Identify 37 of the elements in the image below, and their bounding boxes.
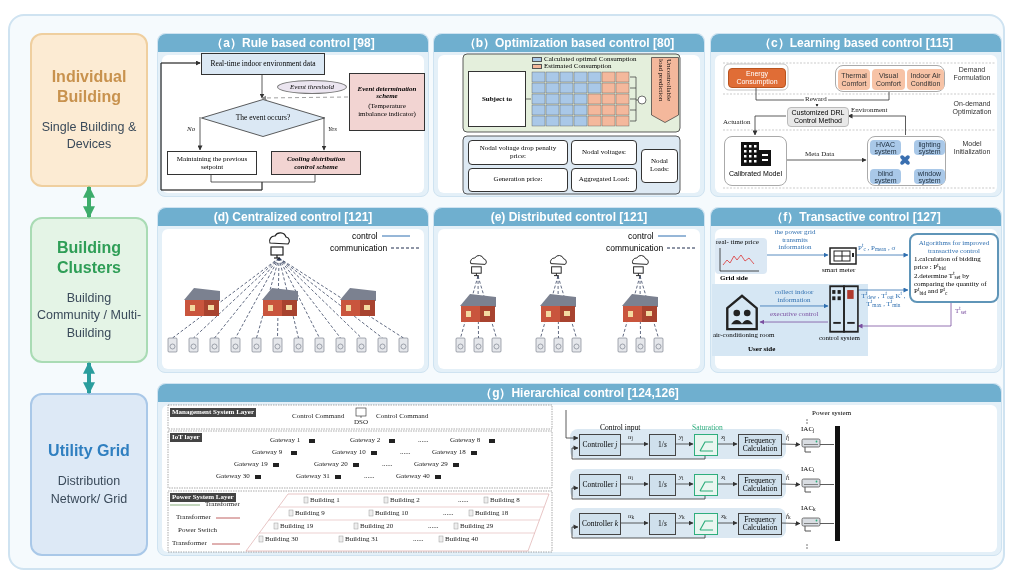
- control-cabinet-icon: [829, 285, 859, 333]
- panel: [157, 33, 429, 197]
- double-arrow: [83, 361, 95, 395]
- group-box: [867, 136, 946, 186]
- scheme-box: [349, 73, 425, 131]
- level-subtitle: Distribution Network/ Grid: [49, 473, 129, 508]
- panel-title: （a）Rule based control [98]: [158, 34, 428, 52]
- algorithm-box: [909, 233, 999, 303]
- legend-text: communication: [606, 244, 664, 253]
- panel: [710, 33, 1002, 197]
- level-title: Utility Grid: [48, 441, 130, 462]
- room-icon: [723, 293, 761, 331]
- price-chart: [715, 238, 767, 274]
- level-subtitle: Building Community / Multi-Building: [36, 290, 142, 342]
- model-box: [724, 136, 787, 186]
- panel-title: (d) Centralized control [121]: [158, 208, 428, 226]
- power-bus-bar: [835, 426, 840, 541]
- panel-title: （c）Learning based control [115]: [711, 34, 1001, 52]
- level-title: Building Clusters: [56, 238, 122, 279]
- level-card: [30, 217, 148, 363]
- air-conditioner-icon: [801, 478, 821, 493]
- panel-title: （g）Hierarchical control [124,126]: [158, 384, 1001, 402]
- level-card: [30, 33, 148, 187]
- smart-meter-icon: [829, 246, 857, 266]
- double-arrow: [83, 185, 95, 219]
- level-card: [30, 393, 148, 556]
- legend-text: control: [352, 232, 378, 241]
- panel-title: （b）Optimization based control [80]: [434, 34, 704, 52]
- panel-title: （f）Transactive control [127]: [711, 208, 1001, 226]
- group-box: [835, 65, 945, 92]
- legend-text: communication: [330, 244, 388, 253]
- air-conditioner-icon: [801, 438, 821, 453]
- legend-text: control: [628, 232, 654, 241]
- level-title: Individual Building: [50, 66, 128, 107]
- air-conditioner-icon: [801, 517, 821, 532]
- panel-title: (e) Distributed control [121]: [434, 208, 704, 226]
- level-subtitle: Single Building & Devices: [40, 118, 138, 153]
